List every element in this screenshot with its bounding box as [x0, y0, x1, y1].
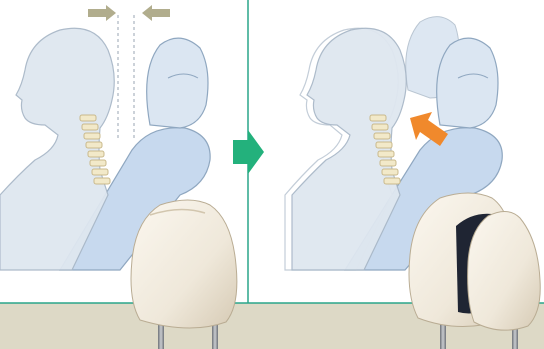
right-panel-after	[285, 17, 540, 349]
seat-headrest-right	[437, 38, 498, 128]
seat-headrest-left	[147, 38, 208, 128]
headrest-cushion-left	[131, 200, 237, 328]
transition-arrow-icon	[233, 130, 264, 174]
left-panel-before	[0, 0, 248, 349]
gap-arrows-icon	[88, 5, 170, 21]
headrest-front-cushion	[468, 211, 541, 330]
